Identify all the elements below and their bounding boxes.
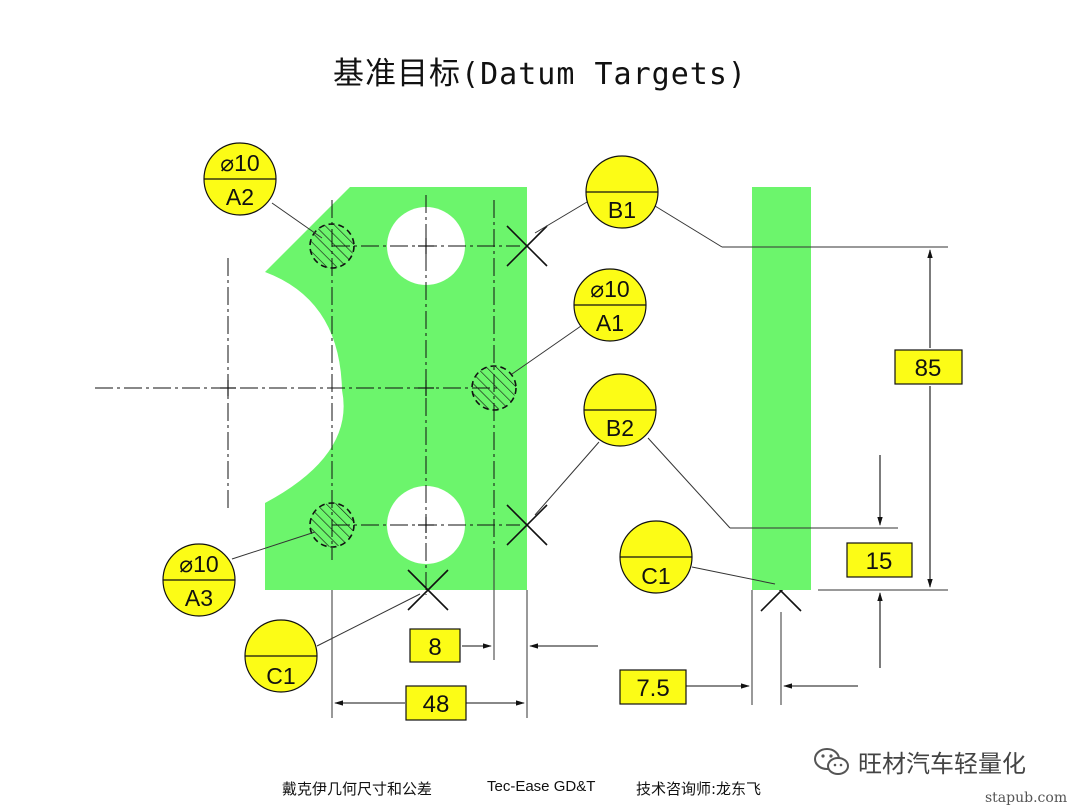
title-latin: (Datum Targets): [461, 57, 747, 92]
datum-c1-right-label: C1: [641, 563, 670, 589]
datum-symbol-b2: B2: [583, 373, 657, 447]
datum-symbol-a3: ⌀10 A3: [162, 543, 236, 617]
datum-symbol-a2: ⌀10 A2: [203, 142, 277, 216]
datum-symbol-b1: B1: [585, 155, 659, 229]
footer-left-text: 戴克伊几何尺寸和公差: [282, 780, 433, 798]
side-view-part: [752, 187, 811, 590]
watermark-text: 旺材汽车轻量化: [858, 750, 1026, 778]
watermark: 旺材汽车轻量化: [812, 744, 1026, 779]
datum-a1-size: ⌀10: [590, 276, 629, 302]
target-point-b2-front: [506, 504, 548, 546]
site-watermark: stapub.com: [985, 790, 1068, 806]
target-area-a2: [309, 223, 355, 269]
dimension-lines: [334, 249, 933, 706]
datum-a2-label: A2: [226, 184, 254, 210]
datum-a3-size: ⌀10: [179, 551, 218, 577]
datum-c1-left-label: C1: [266, 663, 295, 689]
dim-15-value: 15: [866, 548, 893, 575]
target-point-b1-front: [506, 225, 548, 267]
datum-symbol-c1-right: C1: [619, 520, 693, 594]
center-crosses: [220, 238, 434, 533]
dim-75-value: 7.5: [636, 675, 669, 702]
datum-a2-size: ⌀10: [220, 150, 259, 176]
target-area-a3: [309, 502, 355, 548]
dim-48-box: 48: [405, 685, 467, 721]
dim-85-box: 85: [894, 349, 963, 385]
datum-symbol-a1: ⌀10 A1: [573, 268, 647, 342]
dim-75-box: 7.5: [619, 669, 687, 705]
leader-lines: [231, 201, 776, 647]
datum-a3-label: A3: [185, 585, 213, 611]
title-cjk: 基准目标: [333, 56, 462, 92]
dim-8-value: 8: [428, 634, 441, 661]
dim-15-box: 15: [846, 542, 913, 578]
datum-a1-label: A1: [596, 310, 624, 336]
dim-48-value: 48: [423, 691, 450, 718]
footer-middle-text: Tec-Ease GD&T: [487, 778, 596, 795]
page-title: 基准目标(Datum Targets): [0, 48, 1080, 93]
dim-85-value: 85: [915, 355, 942, 382]
target-point-c1-front: [407, 569, 449, 611]
datum-b1-label: B1: [608, 197, 636, 223]
datum-b2-label: B2: [606, 415, 634, 441]
target-area-a1: [471, 365, 517, 411]
dim-8-box: 8: [409, 628, 461, 663]
extension-lines: [331, 246, 948, 718]
wechat-icon: [814, 747, 849, 775]
datum-symbol-c1-left: C1: [244, 619, 318, 693]
footer-right-text: 技术咨询师:龙东飞: [636, 780, 762, 798]
